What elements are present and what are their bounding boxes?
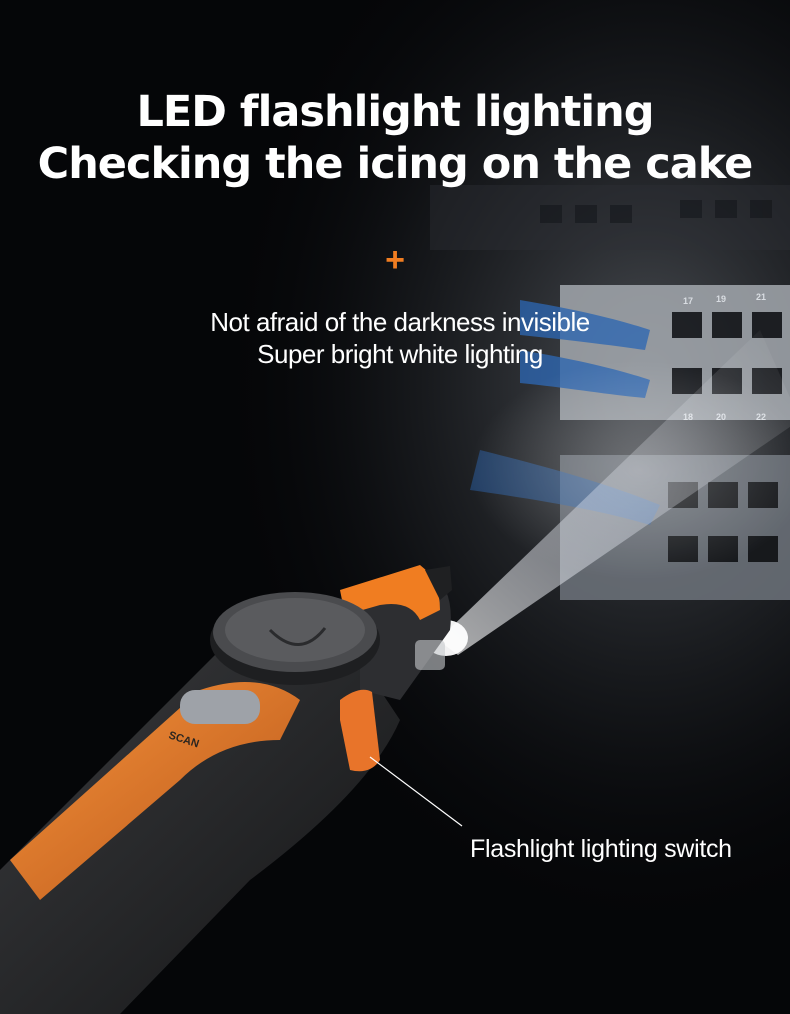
switch-callout-label: Flashlight lighting switch bbox=[470, 835, 732, 863]
tester-device bbox=[0, 565, 452, 1014]
light-beam bbox=[424, 330, 790, 656]
subheadline: Not afraid of the darkness invisible Sup… bbox=[150, 306, 650, 370]
port-number: 19 bbox=[716, 294, 726, 304]
subheadline-line-1: Not afraid of the darkness invisible bbox=[210, 307, 590, 337]
headline: LED flashlight lighting Checking the ici… bbox=[0, 86, 790, 190]
plus-icon: + bbox=[385, 241, 405, 279]
port-number: 21 bbox=[756, 292, 766, 302]
headline-line-1: LED flashlight lighting bbox=[136, 87, 654, 137]
callout-line bbox=[369, 756, 463, 827]
port-number: 17 bbox=[683, 296, 693, 306]
scan-button[interactable] bbox=[180, 690, 260, 724]
flashlight-switch[interactable] bbox=[340, 689, 380, 772]
subheadline-line-2: Super bright white lighting bbox=[257, 339, 543, 369]
headline-line-2: Checking the icing on the cake bbox=[37, 139, 754, 189]
